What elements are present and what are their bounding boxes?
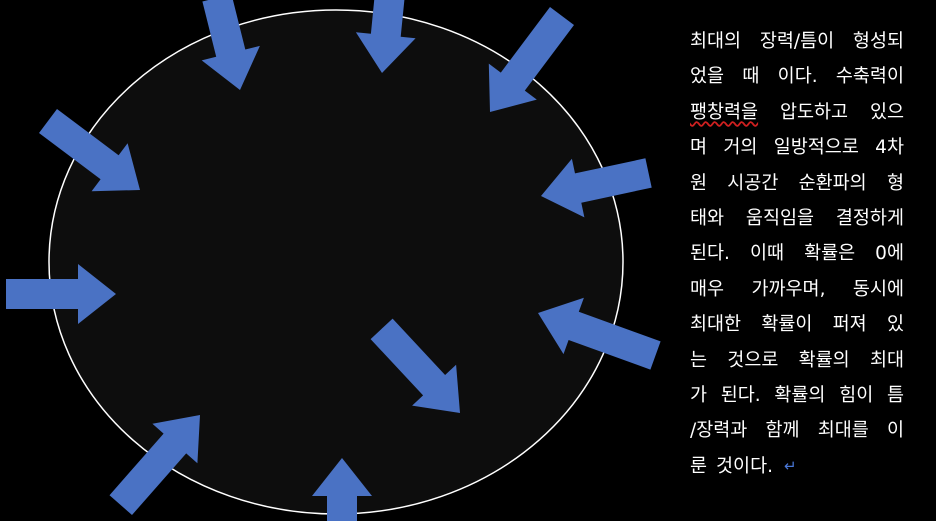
word: 최대를 [817,420,869,442]
arrows-group [6,0,661,521]
inward-arrow-icon [312,458,372,521]
word: 이다. [777,66,818,88]
word: 확률은 [804,243,856,265]
text-line: 최대의 장력/틈이 형성되 [690,24,904,59]
word: 틈 [886,384,904,406]
word: 거의 [723,137,758,159]
text-line: 팽창력을 압도하고 있으 [690,95,904,130]
text-line: 룬 것이다. ↵ [690,449,904,484]
inward-arrow-icon [39,109,140,192]
word: 확률의 [798,349,850,371]
word: 장력/틈이 [759,31,835,52]
word: 있으 [869,101,904,123]
inward-arrow-icon [488,7,574,112]
word: 형성되 [852,31,904,52]
text-line: 된다. 이때 확률은 0에 [690,236,904,271]
word: 며 [690,137,708,159]
word: 원 [690,172,708,194]
word: 힘이 [839,384,874,406]
text-line: 매우 가까우며, 동시에 [690,272,904,307]
word: 시공간 [727,172,779,194]
circle [48,9,624,515]
inward-arrow-icon [355,0,416,73]
word: 순환파의 [798,172,867,194]
word: 퍼져 [832,314,867,336]
word: 때 [742,66,760,88]
word: 함께 [765,420,800,442]
text-panel: 최대의 장력/틈이 형성되 었을 때 이다. 수축력이 팽창력을 압도하고 있으… [690,24,904,484]
word: 최대 [869,349,904,371]
word: 0에 [875,243,904,265]
misspelled-word: 팽창력을 [690,101,759,123]
paragraph-mark-icon: ↵ [783,456,797,475]
word: 확률이 [761,314,813,336]
word: 된다. [720,384,761,406]
inward-arrow-icon [541,158,652,218]
word: 일방적으로 [773,137,859,159]
word: /장력과 [690,420,748,442]
word: 된다. [690,243,730,265]
inward-arrow-icon [6,264,116,324]
text-line: 었을 때 이다. 수축력이 [690,59,904,94]
text-line: 태와 움직임을 결정하게 [690,201,904,236]
text-line: 원 시공간 순환파의 형 [690,166,904,201]
word: 가 [690,384,708,406]
inward-arrow-icon [201,0,260,90]
word: 있 [886,314,904,336]
word: 최대한 [690,314,742,336]
inward-arrow-icon [370,318,460,413]
word: 매우 [690,278,725,300]
text-line: 며 거의 일방적으로 4차 [690,130,904,165]
word: 최대의 [690,31,742,52]
word: 형 [886,172,904,194]
text-line: 는 것으로 확률의 최대 [690,343,904,378]
word: 태와 [690,207,725,229]
word: 가까우며, [751,278,826,300]
word: 것으로 [727,349,779,371]
word: 이때 [749,243,785,265]
word: 확률의 [774,384,826,406]
word: 이 [886,420,904,442]
text-line: 최대한 확률이 퍼져 있 [690,307,904,342]
word: 동시에 [852,278,904,300]
word: 4차 [875,137,904,159]
word: 것이다. [716,455,773,477]
word: 수축력이 [835,66,904,88]
word: 었을 [690,66,725,88]
text-line: /장력과 함께 최대를 이 [690,413,904,448]
word: 결정하게 [835,207,904,229]
word: 는 [690,349,708,371]
word: 압도하고 [779,101,849,123]
word: 룬 [690,455,708,477]
word: 움직임을 [745,207,815,229]
inward-arrow-icon [538,297,661,370]
inward-arrow-icon [109,415,200,515]
text-line: 가 된다. 확률의 힘이 틈 [690,378,904,413]
